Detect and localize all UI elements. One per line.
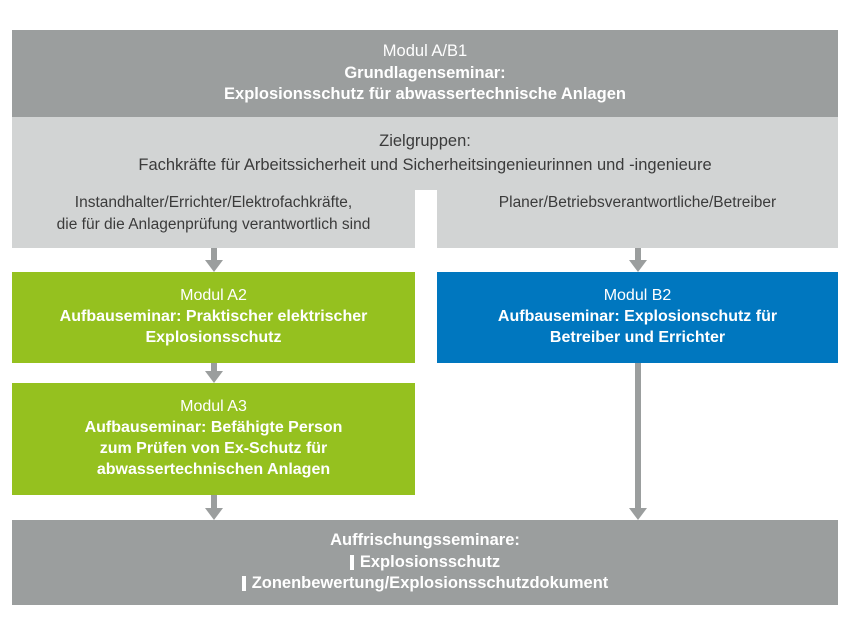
refresher-item-2-label: Zonenbewertung/Explosionsschutzdokument	[251, 574, 609, 593]
refresher-heading: Auffrischungsseminare:	[330, 531, 520, 550]
arrow-head	[205, 371, 223, 383]
target-groups-shared: Fachkräfte für Arbeitssicherheit und Sic…	[138, 155, 712, 174]
module-a3-line2: zum Prüfen von Ex-Schutz für	[99, 440, 328, 457]
arrow-band-to-a2	[205, 248, 223, 272]
target-group-right-line1: Planer/Betriebsverantwortliche/Betreiber	[498, 194, 777, 211]
target-groups-header: Zielgruppen: Fachkräfte für Arbeitssiche…	[12, 117, 838, 190]
module-b2-label: Modul B2	[603, 287, 672, 305]
arrow-stem	[211, 495, 217, 508]
arrow-head	[205, 508, 223, 520]
module-a2-line2: Explosionsschutz	[145, 328, 282, 346]
module-ab1-seminar-type: Grundlagenseminar:	[344, 63, 506, 82]
module-box-a2: Modul A2 Aufbauseminar: Praktischer elek…	[12, 272, 415, 363]
module-b2-line1: Aufbauseminar: Explosionschutz für	[497, 308, 778, 326]
module-a3-line1: Aufbauseminar: Befähigte Person	[84, 419, 343, 437]
target-groups-band: Zielgruppen: Fachkräfte für Arbeitssiche…	[12, 117, 838, 248]
target-group-right: Planer/Betriebsverantwortliche/Betreiber	[437, 190, 838, 248]
arrow-a3-to-refresher	[205, 495, 223, 520]
arrow-head	[629, 508, 647, 520]
refresher-item-1-label: Explosionsschutz	[359, 552, 501, 571]
arrow-stem	[635, 363, 641, 508]
module-b2-line2: Betreiber und Errichter	[549, 328, 726, 346]
target-groups-heading: Zielgruppen:	[379, 132, 471, 151]
module-ab1-seminar-title: Explosionsschutz für abwassertechnische …	[224, 85, 626, 104]
target-group-left-line1: Instandhalter/Errichter/Elektrofachkräft…	[74, 194, 353, 211]
module-a3-label: Modul A3	[180, 398, 247, 416]
arrow-a2-to-a3	[205, 363, 223, 383]
arrow-head	[629, 260, 647, 272]
module-box-ab1: Modul A/B1 Grundlagenseminar: Explosions…	[12, 30, 838, 117]
refresher-seminars-box: Auffrischungsseminare: Explosionsschutz …	[12, 520, 838, 605]
arrow-b2-to-refresher	[629, 363, 647, 520]
bullet-icon	[241, 576, 246, 592]
target-group-left: Instandhalter/Errichter/Elektrofachkräft…	[12, 190, 415, 248]
module-a3-line3: abwassertechnischen Anlagen	[96, 460, 331, 478]
arrow-stem	[211, 248, 217, 260]
arrow-stem	[635, 248, 641, 260]
bullet-icon	[349, 555, 354, 570]
module-box-b2: Modul B2 Aufbauseminar: Explosionschutz …	[437, 272, 838, 363]
arrow-band-to-b2	[629, 248, 647, 272]
target-group-left-line2: die für die Anlagenprüfung verantwortlic…	[56, 216, 371, 234]
target-groups-divider	[415, 190, 437, 248]
module-box-a3: Modul A3 Aufbauseminar: Befähigte Person…	[12, 383, 415, 495]
refresher-item-2: Zonenbewertung/Explosionsschutzdokument	[241, 573, 609, 594]
arrow-stem	[211, 363, 217, 372]
module-a2-label: Modul A2	[180, 287, 247, 305]
module-ab1-label: Modul A/B1	[382, 42, 468, 61]
arrow-head	[205, 260, 223, 272]
module-a2-line1: Aufbauseminar: Praktischer elektrischer	[59, 308, 368, 326]
refresher-item-1: Explosionsschutz	[349, 552, 501, 573]
